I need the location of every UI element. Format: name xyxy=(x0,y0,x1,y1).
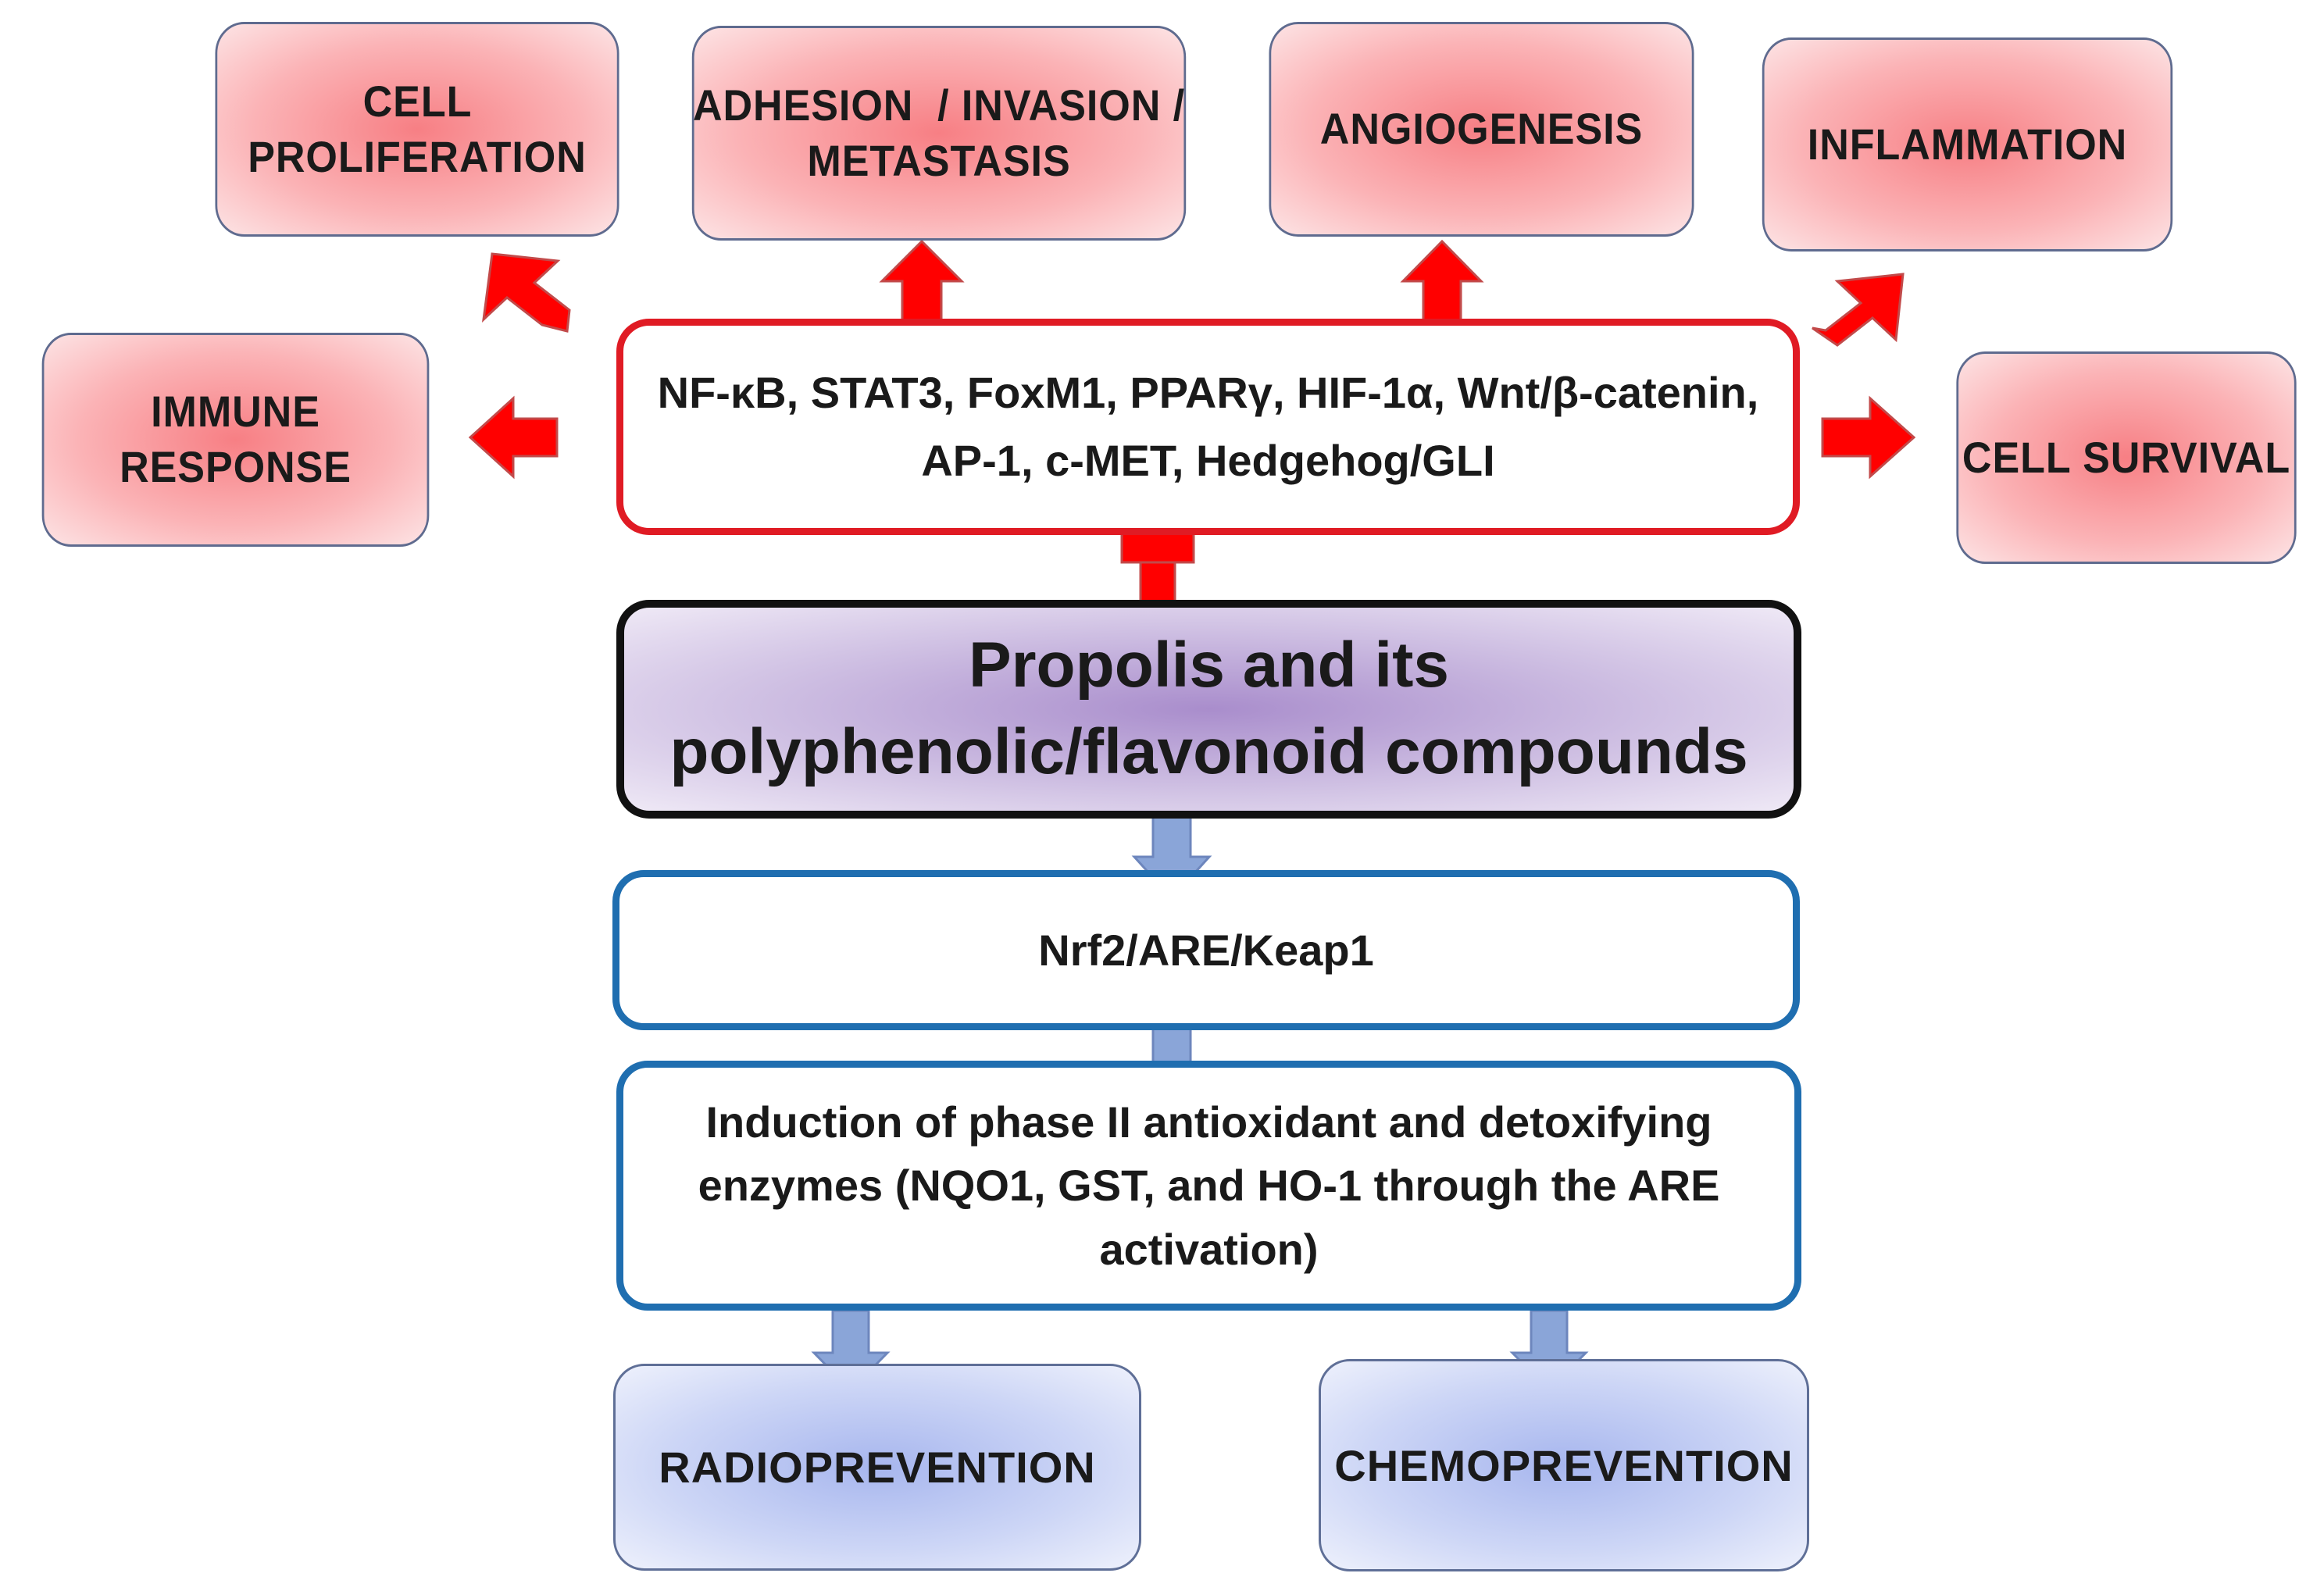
propolis-line-2: compounds xyxy=(1385,716,1748,787)
molecular-targets-box: NF-κB, STAT3, FoxM1, PPARγ, HIF-1α, Wnt/… xyxy=(616,319,1800,535)
induction-line-1: Induction of phase II antioxidant and de… xyxy=(705,1097,1712,1147)
chemoprevention-label: CHEMOPREVENTION xyxy=(1334,1440,1794,1490)
adhesion-line-1: ADHESION / INVASION / xyxy=(692,80,1186,130)
cell-survival-line-1: CELL xyxy=(1962,432,2071,482)
induction-box: Induction of phase II antioxidant and de… xyxy=(616,1061,1801,1311)
arrow-to-cell-proliferation xyxy=(481,252,571,333)
arrow-to-inflammation xyxy=(1812,273,1905,347)
cell-proliferation-line-2: PROLIFERATION xyxy=(248,131,587,181)
targets-line-1: NF-κB, STAT3, FoxM1, PPARγ, HIF-1α, xyxy=(657,367,1446,417)
cell-survival-box: CELL SURVIVAL xyxy=(1956,351,2297,564)
cell-survival-line-2: SURVIVAL xyxy=(2083,432,2291,482)
inflammation-label: INFLAMMATION xyxy=(1807,119,2128,169)
immune-response-box: IMMUNE RESPONSE xyxy=(41,333,430,547)
angiogenesis-box: ANGIOGENESIS xyxy=(1269,22,1694,237)
propolis-box: Propolis and its polyphenolic/flavonoid … xyxy=(616,600,1801,819)
radioprevention-label: RADIOPREVENTION xyxy=(659,1443,1096,1492)
radioprevention-box: RADIOPREVENTION xyxy=(613,1364,1141,1571)
arrow-to-cell-survival xyxy=(1821,395,1916,480)
nrf2-pathway-box: Nrf2/ARE/Keap1 xyxy=(612,870,1800,1030)
adhesion-invasion-metastasis-box: ADHESION / INVASION / METASTASIS xyxy=(691,26,1187,241)
arrow-to-immune-response xyxy=(468,395,559,480)
angiogenesis-label: ANGIOGENESIS xyxy=(1319,104,1644,154)
adhesion-line-2: METASTASIS xyxy=(807,135,1071,185)
targets-line-2: Wnt/β-catenin, AP-1, c-MET, Hedgehog/GLI xyxy=(921,367,1759,485)
immune-response-line-2: RESPONSE xyxy=(120,442,352,491)
nrf2-label: Nrf2/ARE/Keap1 xyxy=(1038,925,1374,975)
propolis-line-1: Propolis and its polyphenolic/flavonoid xyxy=(669,630,1450,787)
cell-proliferation-box: CELL PROLIFERATION xyxy=(215,22,619,237)
induction-line-2: enzymes (NQO1, GST, and HO-1 through the… xyxy=(698,1161,1720,1211)
immune-response-line-1: IMMUNE xyxy=(151,387,320,437)
chemoprevention-box: CHEMOPREVENTION xyxy=(1319,1359,1809,1571)
inflammation-box: INFLAMMATION xyxy=(1762,37,2173,251)
induction-line-3: activation) xyxy=(1099,1224,1319,1274)
inhibition-bar xyxy=(1120,530,1195,564)
arrow-to-angiogenesis xyxy=(1400,239,1484,322)
arrow-to-adhesion xyxy=(879,239,965,322)
cell-proliferation-line-1: CELL xyxy=(362,76,472,126)
